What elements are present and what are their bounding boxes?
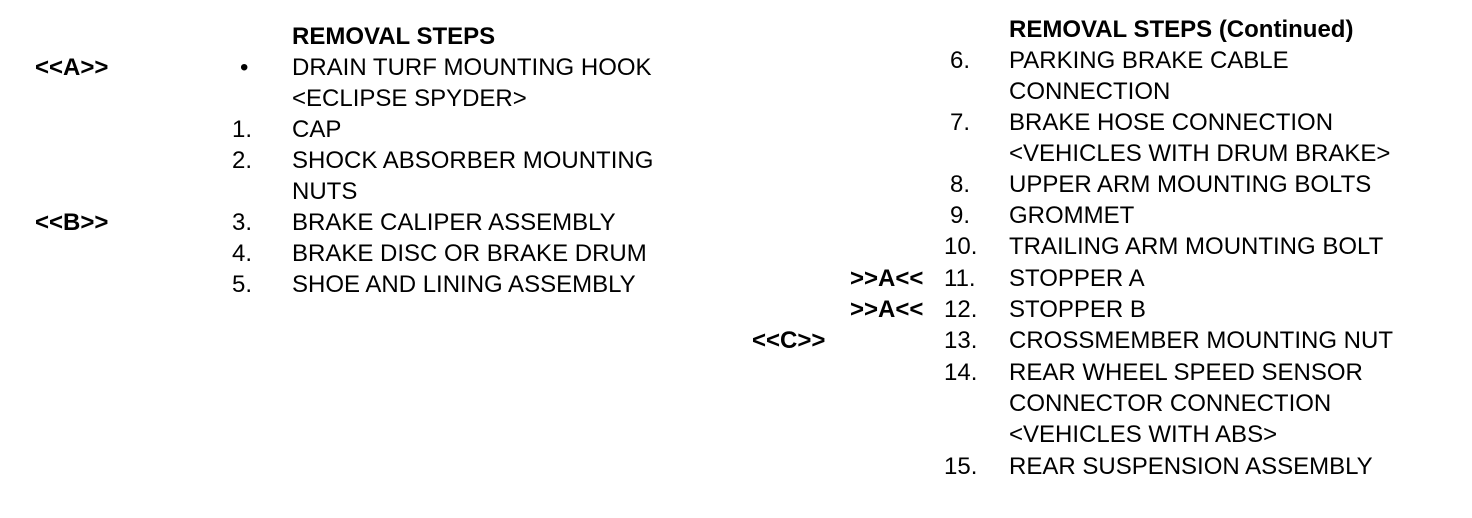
step-text: SHOCK ABSORBER MOUNTING	[292, 147, 654, 174]
step-number: 12.	[944, 296, 978, 323]
step-text: GROMMET	[1009, 202, 1135, 229]
step-number: 9.	[950, 202, 971, 229]
step-number: 6.	[950, 47, 971, 74]
step-text: UPPER ARM MOUNTING BOLTS	[1009, 171, 1372, 198]
step-text: CONNECTOR CONNECTION	[1009, 390, 1332, 417]
ref-label-a: <<A>>	[35, 54, 109, 81]
step-text: <VEHICLES WITH DRUM BRAKE>	[1009, 140, 1391, 167]
step-text: SHOE AND LINING ASSEMBLY	[292, 271, 636, 298]
step-text: STOPPER A	[1009, 265, 1145, 292]
step-text: BRAKE CALIPER ASSEMBLY	[292, 209, 616, 236]
ref-label-c: <<C>>	[752, 327, 826, 354]
step-text: REAR SUSPENSION ASSEMBLY	[1009, 453, 1373, 480]
install-label-a-11: >>A<<	[850, 265, 924, 292]
install-label-a-12: >>A<<	[850, 296, 924, 323]
step-text: STOPPER B	[1009, 296, 1146, 323]
step-number: 8.	[950, 171, 971, 198]
step-number: 4.	[232, 240, 253, 267]
bullet-icon: •	[240, 54, 249, 81]
right-heading: REMOVAL STEPS (Continued)	[1009, 16, 1354, 43]
step-number: 3.	[232, 209, 253, 236]
step-number: 10.	[944, 233, 978, 260]
step-text: PARKING BRAKE CABLE	[1009, 47, 1289, 74]
step-text: REAR WHEEL SPEED SENSOR	[1009, 359, 1363, 386]
step-number: 1.	[232, 116, 253, 143]
step-number: 15.	[944, 453, 978, 480]
step-text: <ECLIPSE SPYDER>	[292, 85, 527, 112]
step-text: BRAKE HOSE CONNECTION	[1009, 109, 1334, 136]
step-number: 2.	[232, 147, 253, 174]
step-number: 13.	[944, 327, 978, 354]
step-text: CAP	[292, 116, 342, 143]
step-number: 14.	[944, 359, 978, 386]
step-text: NUTS	[292, 178, 358, 205]
step-text: <VEHICLES WITH ABS>	[1009, 421, 1278, 448]
step-text: CROSSMEMBER MOUNTING NUT	[1009, 327, 1393, 354]
step-text: BRAKE DISC OR BRAKE DRUM	[292, 240, 647, 267]
ref-label-b: <<B>>	[35, 209, 109, 236]
left-heading: REMOVAL STEPS	[292, 23, 496, 50]
step-number: 5.	[232, 271, 253, 298]
step-number: 7.	[950, 109, 971, 136]
step-number: 11.	[944, 265, 976, 292]
step-text: CONNECTION	[1009, 78, 1171, 105]
step-text: TRAILING ARM MOUNTING BOLT	[1009, 233, 1384, 260]
step-text: DRAIN TURF MOUNTING HOOK	[292, 54, 652, 81]
